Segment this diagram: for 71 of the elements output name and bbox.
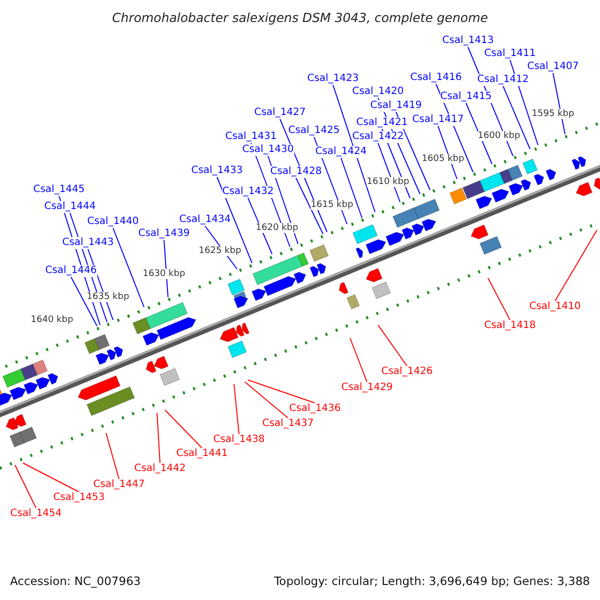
gene-label: Csal_1438	[213, 434, 265, 446]
gene-label: Csal_1421	[356, 117, 408, 129]
gene-label: Csal_1429	[341, 382, 393, 394]
gene-label: Csal_1439	[138, 228, 190, 240]
leader-line	[234, 384, 240, 434]
gene-label: Csal_1425	[288, 125, 340, 137]
leader-line	[248, 380, 316, 404]
gene-label: Csal_1423	[307, 73, 359, 85]
leader-line	[554, 230, 598, 302]
gene-label: Csal_1431	[225, 131, 277, 143]
gene-label: Csal_1426	[381, 366, 433, 378]
gene-label: Csal_1410	[529, 301, 581, 313]
gene-label: Csal_1441	[176, 448, 228, 460]
gene-label: Csal_1424	[315, 146, 367, 158]
leader-line	[106, 432, 120, 480]
gene-label: Csal_1440	[87, 216, 139, 228]
gene-label: Csal_1445	[33, 184, 85, 196]
leader-line	[70, 276, 98, 326]
gene-label: Csal_1418	[484, 320, 536, 332]
gene-label: Csal_1454	[10, 508, 62, 520]
accession-text: Accession: NC_007963	[10, 574, 141, 588]
position-label: 1630 kbp	[142, 269, 186, 279]
position-label: 1595 kbp	[532, 109, 574, 119]
genome-info-text: Topology: circular; Length: 3,696,649 bp; Genes: 3,388	[274, 574, 590, 588]
leader-line	[296, 178, 324, 234]
leader-line	[164, 410, 202, 448]
gene-label: Csal_1434	[179, 214, 231, 226]
gene-label: Csal_1407	[527, 61, 579, 73]
position-label: 1600 kbp	[478, 131, 520, 141]
gene-label: Csal_1416	[410, 72, 462, 84]
position-label: 1640 kbp	[30, 315, 74, 325]
gene-label: Csal_1453	[53, 492, 105, 504]
leader-line	[378, 324, 408, 366]
gene-label: Csal_1422	[352, 131, 404, 143]
leader-line	[340, 158, 362, 218]
position-label: 1605 kbp	[422, 154, 464, 164]
gene-label: Csal_1415	[440, 91, 492, 103]
leader-line	[22, 462, 80, 492]
gene-label: Csal_1430	[242, 144, 294, 156]
leader-line	[502, 86, 530, 150]
gene-label: Csal_1419	[370, 100, 422, 112]
leader-line	[332, 84, 376, 212]
gene-label: Csal_1411	[484, 48, 536, 60]
gene-label: Csal_1446	[45, 265, 97, 277]
position-label: 1625 kbp	[198, 246, 242, 256]
gene-label: Csal_1442	[134, 463, 186, 475]
gene-label: Csal_1444	[44, 201, 96, 213]
position-label: 1620 kbp	[256, 223, 298, 233]
gene-label: Csal_1437	[262, 418, 314, 430]
gene-label: Csal_1433	[191, 165, 243, 177]
gene-label: Csal_1447	[93, 479, 145, 491]
leader-line	[14, 464, 36, 508]
position-label: 1635 kbp	[86, 292, 130, 302]
position-label: 1615 kbp	[310, 200, 354, 210]
gene-label: Csal_1413	[442, 35, 494, 47]
gene-label: Csal_1436	[289, 403, 341, 415]
gene-label: Csal_1428	[270, 166, 322, 178]
gene-label: Csal_1427	[254, 107, 306, 119]
leader-line	[488, 278, 510, 320]
gene-label: Csal_1417	[412, 114, 464, 126]
position-label: 1610 kbp	[366, 177, 410, 187]
gene-label: Csal_1443	[62, 237, 114, 249]
leader-line	[216, 176, 252, 264]
leader-line	[112, 228, 144, 308]
gene-label: Csal_1420	[352, 86, 404, 98]
title: Chromohalobacter salexigens DSM 3043, complete genome	[111, 10, 489, 25]
leader-line	[350, 338, 368, 382]
gene-label: Csal_1412	[477, 74, 529, 86]
leader-line	[244, 382, 288, 418]
gene-label: Csal_1432	[222, 186, 274, 198]
leader-line	[156, 412, 160, 464]
